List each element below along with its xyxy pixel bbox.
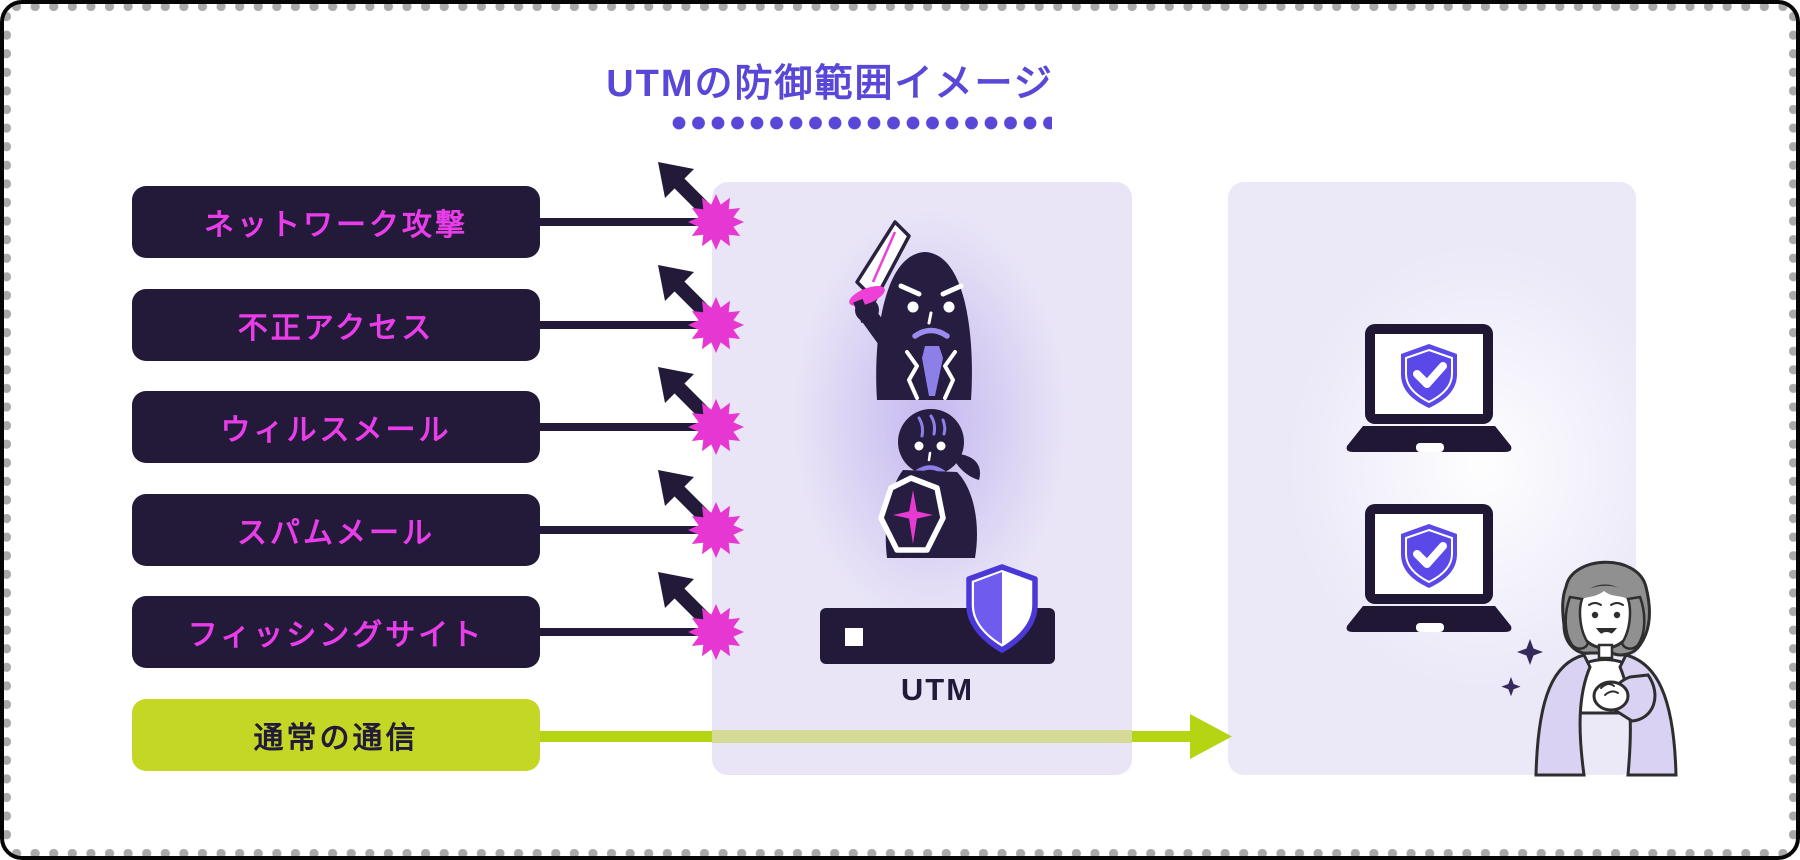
utm-label: UTM	[900, 672, 975, 707]
blocked-burst-icon	[688, 399, 744, 455]
attack-line	[540, 526, 718, 534]
edge-dots-left	[2, 12, 11, 848]
attack-line	[540, 423, 718, 431]
sparkle-icon	[1501, 677, 1521, 697]
threat-label: 不正アクセス	[237, 312, 435, 345]
title-underline-dots	[672, 116, 1052, 130]
attack-line	[540, 628, 718, 636]
normal-traffic-arrow-shaft	[540, 731, 714, 742]
threat-box-spam-mail: スパムメール	[132, 494, 540, 566]
normal-traffic-arrow-through-utm	[712, 730, 1132, 743]
threat-box-phishing-site: フィッシングサイト	[132, 596, 540, 668]
threat-label: スパムメール	[237, 517, 435, 550]
blocked-burst-icon	[688, 604, 744, 660]
blocked-burst-icon	[688, 194, 744, 250]
threat-label: ネットワーク攻撃	[204, 209, 468, 242]
defender-icon	[878, 409, 981, 558]
threat-box-network-attack: ネットワーク攻撃	[132, 186, 540, 258]
blocked-burst-icon	[688, 297, 744, 353]
sparkle-icon	[1517, 639, 1543, 665]
utm-shield-icon	[966, 564, 1038, 653]
edge-dots-bottom	[12, 849, 1788, 858]
attacker-icon	[849, 220, 972, 400]
utm-appliance-led	[845, 628, 863, 646]
protected-laptop-icon	[1335, 502, 1525, 637]
edge-dots-right	[1789, 12, 1798, 848]
threat-label: ウィルスメール	[220, 414, 452, 447]
normal-traffic-label: 通常の通信	[253, 722, 419, 755]
page-title: UTMの防御範囲イメージ	[606, 63, 1054, 105]
edge-dots-top	[12, 2, 1788, 11]
normal-traffic-arrowhead	[1132, 714, 1232, 759]
threat-box-unauthorized-access: 不正アクセス	[132, 289, 540, 361]
attack-line	[540, 321, 718, 329]
threat-box-virus-mail: ウィルスメール	[132, 391, 540, 463]
attack-line	[540, 218, 718, 226]
normal-traffic-box: 通常の通信	[132, 699, 540, 771]
woman-icon	[1501, 560, 1678, 777]
blocked-burst-icon	[688, 502, 744, 558]
protected-laptop-icon	[1335, 322, 1525, 457]
threat-label: フィッシングサイト	[187, 619, 485, 652]
